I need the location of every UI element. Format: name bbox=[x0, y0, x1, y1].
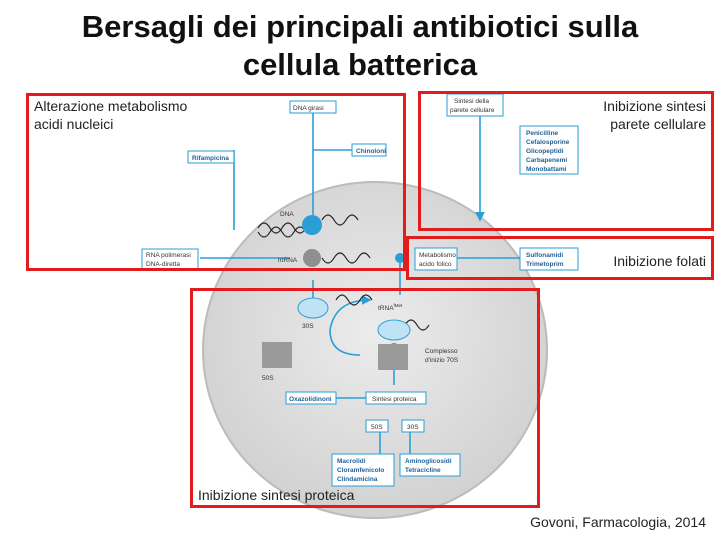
ribosome-70s-bottom bbox=[378, 344, 408, 370]
title-line-1: Bersagli dei principali antibiotici sull… bbox=[81, 9, 639, 44]
macrolide-drug-1: Macrolidi bbox=[337, 458, 366, 465]
sintesi-parete-label-2: parete cellulare bbox=[450, 107, 495, 114]
parete-drug-2: Cefalosporine bbox=[526, 139, 570, 146]
metabolismo-folico-label-1: Metabolismo bbox=[419, 252, 456, 259]
dna-strands bbox=[257, 214, 430, 331]
folate-pump bbox=[395, 253, 405, 263]
s30b-label: 30S bbox=[407, 424, 419, 431]
caption-nucleic-acids-line-1: Alterazione metabolismo bbox=[34, 98, 188, 114]
bacterial-cell bbox=[202, 181, 548, 519]
dna-label: DNA bbox=[280, 211, 294, 218]
ribosome-70s-top bbox=[377, 319, 411, 341]
parete-drug-3: Glicopeptidi bbox=[526, 148, 564, 155]
complesso-label-2: d'inizio 70S bbox=[425, 357, 459, 364]
caption-nucleic-acids-line-2: acidi nucleici bbox=[34, 116, 114, 132]
sintesi-proteica-label: Sintesi proteica bbox=[372, 396, 417, 403]
label-boxes bbox=[141, 93, 579, 487]
complesso-label-1: Complesso bbox=[425, 348, 458, 355]
ribosome-50s bbox=[262, 342, 292, 368]
caption-folate: Inibizione folati bbox=[613, 253, 706, 269]
dna-girasi-label: DNA girasi bbox=[293, 105, 324, 112]
s50-label: 50S bbox=[262, 375, 274, 382]
region-box-cell-wall bbox=[418, 91, 714, 231]
credit: Govoni, Farmacologia, 2014 bbox=[530, 514, 706, 530]
rifampicina-label: Rifampicina bbox=[192, 155, 229, 162]
title-line-2: cellula batterica bbox=[242, 47, 478, 82]
s50b-label: 50S bbox=[371, 424, 383, 431]
macrolide-drug-3: Clindamicina bbox=[337, 476, 378, 483]
caption-nucleic-acids: Alterazione metabolismo acidi nucleici bbox=[34, 97, 187, 133]
region-box-nucleic-acids bbox=[26, 93, 406, 271]
ribosome-30s bbox=[297, 297, 329, 319]
region-box-folate bbox=[406, 236, 714, 280]
mrna-molecule bbox=[303, 249, 321, 267]
metabolismo-folico-label-2: acido folico bbox=[419, 261, 452, 268]
parete-drug-4: Carbapenemi bbox=[526, 157, 567, 164]
trna-label: tRNAfMet bbox=[378, 303, 403, 312]
rna-polimerasi-label-1: RNA polimerasi bbox=[146, 252, 191, 259]
oxazolidinoni-label: Oxazolidinoni bbox=[289, 396, 332, 403]
amino-drug-2: Tetracicline bbox=[405, 467, 441, 474]
caption-protein: Inibizione sintesi proteica bbox=[198, 487, 355, 503]
amino-drug-1: Aminoglicosidi bbox=[405, 458, 452, 465]
chinoloni-label: Chinoloni bbox=[356, 148, 386, 155]
caption-cell-wall-line-1: Inibizione sintesi bbox=[603, 98, 706, 114]
rna-polimerasi-label-2: DNA-diretta bbox=[146, 261, 180, 268]
caption-cell-wall: Inibizione sintesi parete cellulare bbox=[540, 97, 706, 133]
parete-drug-5: Monobattami bbox=[526, 166, 567, 173]
trna-label-sup: fMet bbox=[394, 303, 404, 308]
dna-molecule bbox=[302, 215, 322, 235]
mrna-label: mRNA bbox=[278, 257, 298, 264]
folate-drug-2: Trimetoprim bbox=[526, 261, 564, 268]
page-title: Bersagli dei principali antibiotici sull… bbox=[0, 8, 720, 84]
folate-drug-1: Sulfonamidi bbox=[526, 252, 563, 259]
trna-label-base: tRNA bbox=[378, 305, 394, 312]
macrolide-drug-2: Cloramfenicolo bbox=[337, 467, 384, 474]
parete-drug-1: Penicilline bbox=[526, 130, 559, 137]
s30-label: 30S bbox=[302, 323, 314, 330]
region-box-protein bbox=[190, 288, 540, 508]
caption-cell-wall-line-2: parete cellulare bbox=[610, 116, 706, 132]
sintesi-parete-label-1: Sintesi della bbox=[454, 98, 489, 105]
